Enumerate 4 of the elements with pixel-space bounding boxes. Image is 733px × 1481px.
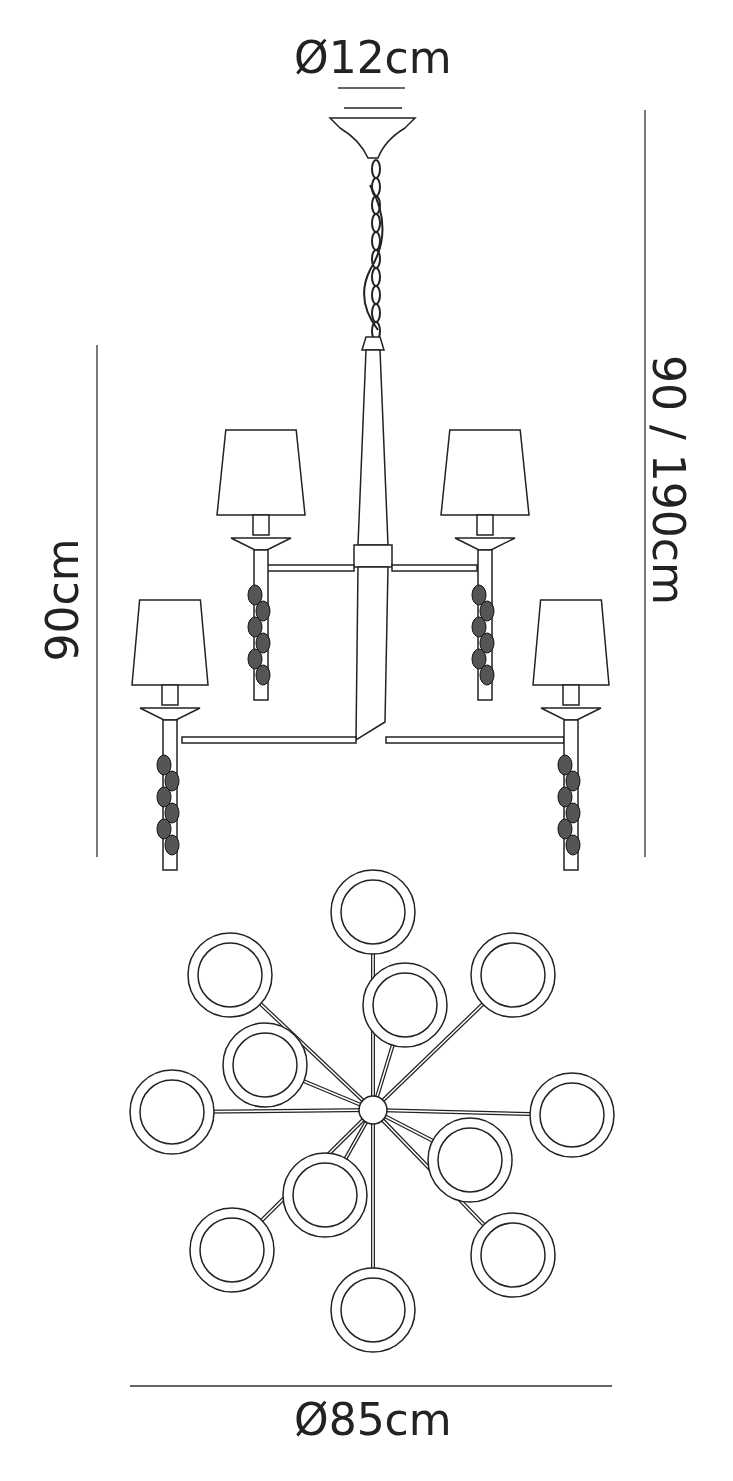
dimension-label: 90cm [40,538,84,662]
dimension-label: 90 / 190cm [645,355,690,605]
dimension-label: Ø85cm [294,1398,452,1442]
dimension-label: Ø12cm [294,36,452,80]
